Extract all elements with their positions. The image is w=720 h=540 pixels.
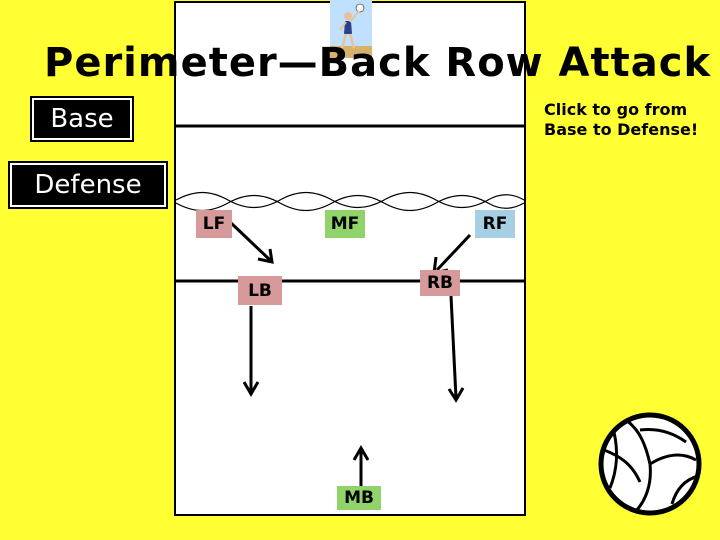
player-rf: RF [475,210,515,238]
instruction-line-1: Click to go from [544,100,688,119]
base-button[interactable]: Base [30,96,134,142]
player-mf: MF [325,210,365,238]
instruction-text: Click to go from Base to Defense! [544,100,698,140]
volleyball-court [174,1,526,516]
lf-arrow [228,220,272,262]
movement-arrows [228,220,472,488]
player-lb: LB [238,276,282,305]
instruction-line-2: Base to Defense! [544,120,699,139]
rb-arrow [449,295,458,399]
lf-arrowhead [257,248,274,264]
rb-arrowhead [447,387,465,403]
player-mb: MB [337,486,381,510]
volleyball-icon [598,412,702,516]
mb-arrowhead [352,445,370,461]
net [175,191,525,212]
rf-arrow [435,233,472,272]
defense-button[interactable]: Defense [8,161,168,209]
player-lf: LF [196,210,232,238]
volleyball-player-icon [330,0,372,58]
player-rb: RB [420,270,460,296]
page-title: Perimeter—Back Row Attack [44,40,712,86]
lb-arrowhead [242,381,260,397]
